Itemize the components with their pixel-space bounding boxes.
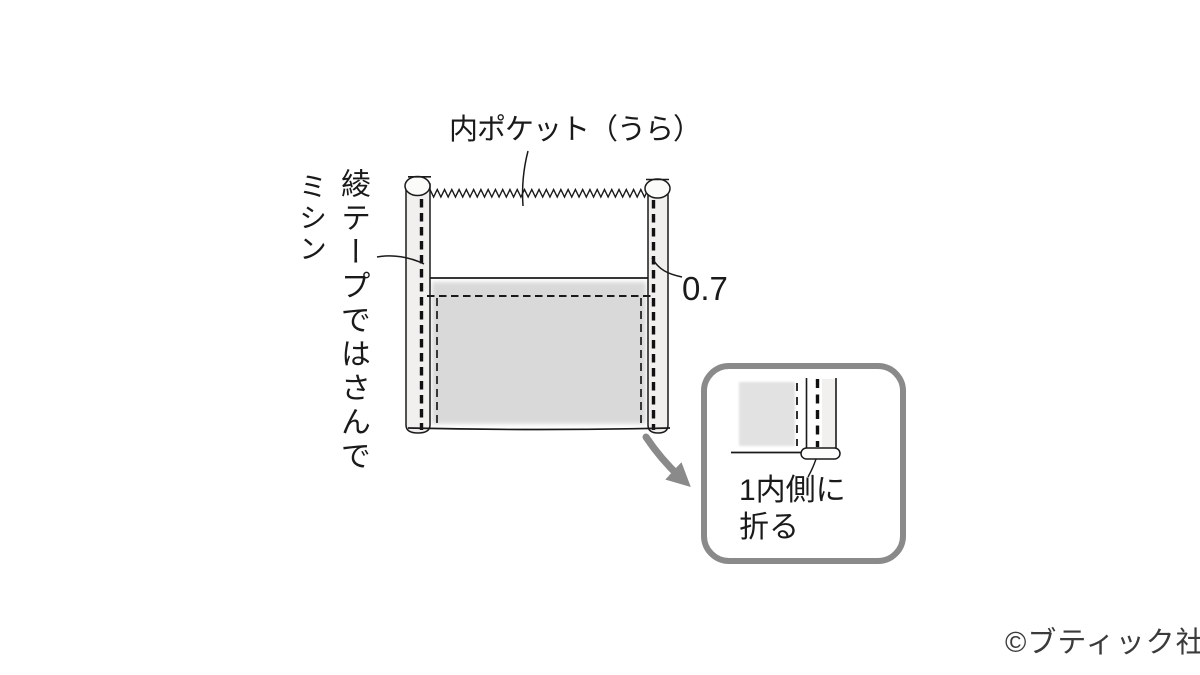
pocket-fabric-gray [432,282,646,424]
inset-fabric-gray [739,382,795,446]
left-tape-curl-icon [404,175,431,197]
fold-detail-inset [731,378,841,478]
fold-instruction: 1内側に 折る [739,474,846,544]
left-tape [405,183,431,434]
pocket-label: 内ポケット（うら） [449,114,702,146]
pocket-label-leader [521,150,529,207]
zigzag-edge [429,187,649,199]
tape-note-leader [376,255,425,265]
seam-allowance-leader [651,257,683,278]
inset-fold-end [800,447,841,460]
pocket-bottom-edge [407,427,671,431]
seam-allowance-value: 0.7 [682,270,728,307]
right-tape-curl-icon [644,178,671,199]
tape-note-main: 綾テープではさんで [336,168,369,474]
right-tape [647,183,669,434]
fold-leader [807,458,817,478]
inset-tape-fill [822,379,836,448]
tape-note-sub: ミシン [296,172,327,265]
copyright-credit: ©ブティック社 [1005,627,1200,659]
curved-arrow-icon [642,433,691,488]
